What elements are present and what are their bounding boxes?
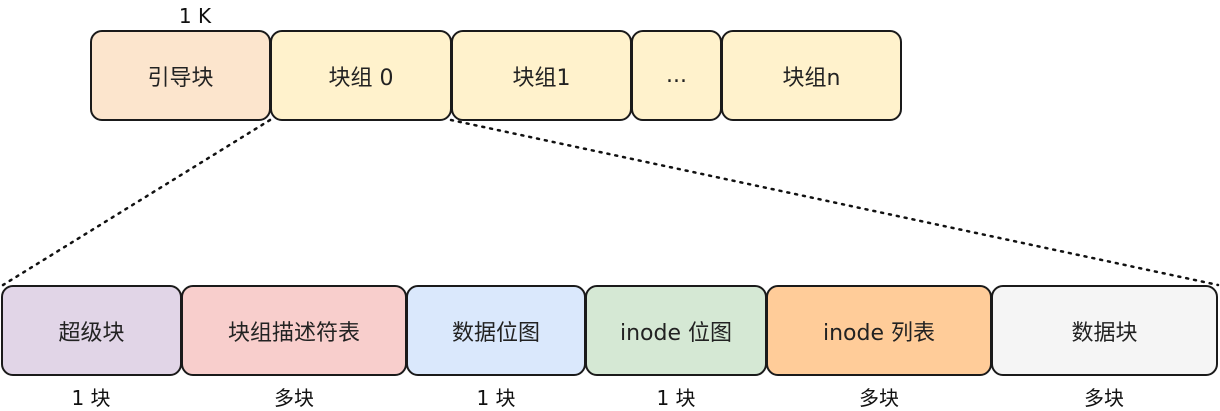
zoom-line-right	[449, 118, 1220, 287]
block-group-1: 块组1	[451, 30, 632, 121]
block-group-ellipsis: ...	[631, 30, 722, 121]
block-group-1-label: 块组1	[512, 65, 571, 91]
data-blocks: 数据块	[991, 285, 1218, 376]
block-group-n-label: 块组n	[782, 65, 841, 91]
group-descriptor-table: 块组描述符表	[181, 285, 407, 376]
block-group-0-label: 块组 0	[328, 65, 394, 91]
data-blocks-label: 数据块	[1071, 320, 1138, 346]
boot-block-label: 引导块	[147, 65, 214, 91]
data-bitmap: 数据位图	[406, 285, 586, 376]
block-group-n: 块组n	[721, 30, 902, 121]
inode-table: inode 列表	[766, 285, 992, 376]
data-bitmap-count: 1 块	[476, 386, 516, 410]
inode-bitmap-count: 1 块	[656, 386, 696, 410]
zoom-line-left	[1, 118, 272, 287]
group-descriptor-table-label: 块组描述符表	[227, 320, 360, 346]
block-group-0: 块组 0	[270, 30, 452, 121]
boot-block-size-label: 1 K	[178, 4, 212, 28]
block-group-ellipsis-label: ...	[666, 63, 687, 88]
inode-bitmap: inode 位图	[585, 285, 767, 376]
group-descriptor-table-count: 多块	[274, 386, 314, 410]
data-blocks-count: 多块	[1084, 386, 1124, 410]
inode-table-count: 多块	[859, 386, 899, 410]
superblock: 超级块	[1, 285, 182, 376]
inode-table-label: inode 列表	[822, 320, 935, 346]
data-bitmap-label: 数据位图	[451, 320, 540, 346]
superblock-label: 超级块	[58, 320, 125, 346]
boot-block: 引导块	[90, 30, 271, 121]
superblock-count: 1 块	[71, 386, 111, 410]
inode-bitmap-label: inode 位图	[619, 320, 732, 346]
